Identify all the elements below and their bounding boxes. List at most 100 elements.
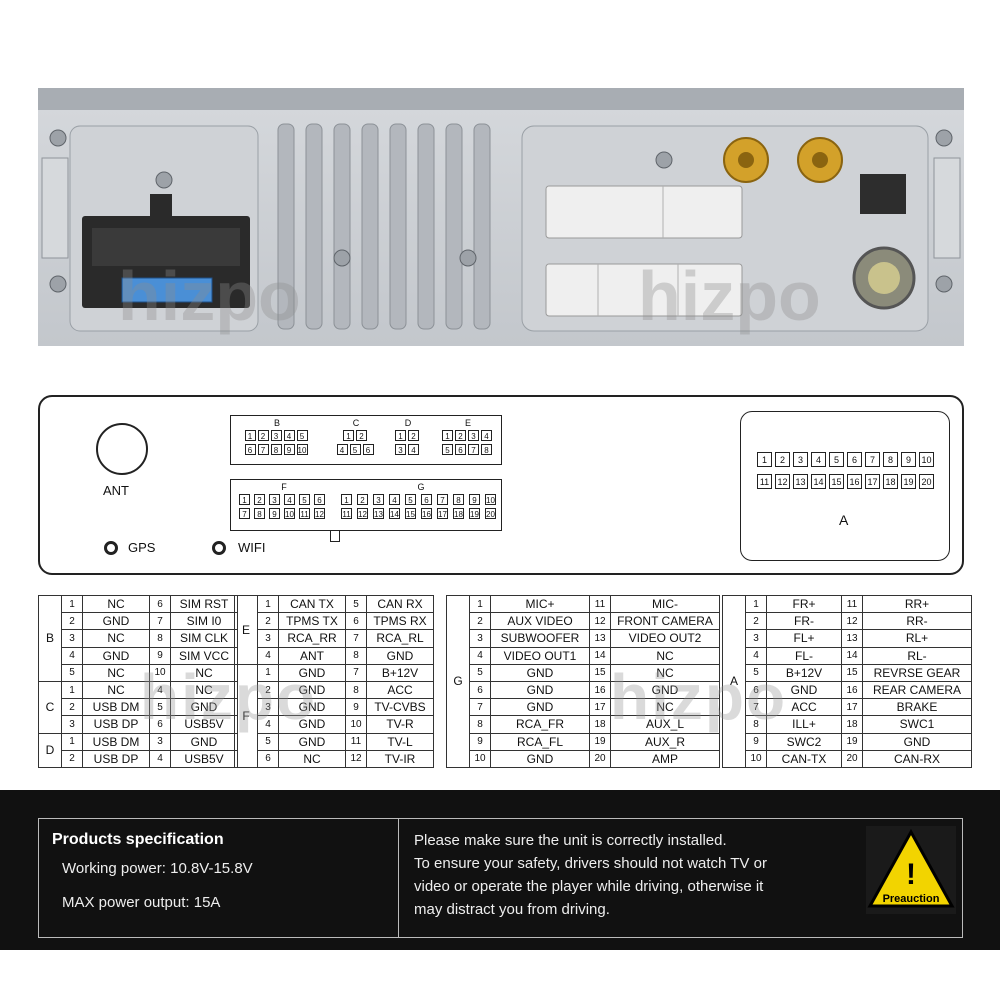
pin-signal: TV-CVBS bbox=[366, 698, 434, 717]
conn_a-pin: 8 bbox=[883, 452, 898, 467]
pin-signal: USB DM bbox=[82, 732, 150, 751]
conn_a-label: A bbox=[839, 512, 849, 528]
conn_a-pin: 20 bbox=[919, 474, 934, 489]
pin-signal: RL+ bbox=[862, 629, 972, 648]
pin-signal: NC bbox=[170, 680, 238, 700]
pin-signal: GND bbox=[82, 612, 150, 631]
conn_g-pin: 14 bbox=[389, 508, 400, 519]
conn_c-label: C bbox=[352, 418, 360, 428]
conn_a-pin: 19 bbox=[901, 474, 916, 489]
conn_g-pin: 15 bbox=[405, 508, 416, 519]
conn_a-pin: 12 bbox=[775, 474, 790, 489]
conn_f-pin: 10 bbox=[284, 508, 295, 519]
pin-signal: RCA_FL bbox=[490, 732, 590, 751]
group-letter: B bbox=[38, 595, 62, 682]
pin-signal: B+12V bbox=[366, 663, 434, 682]
pin-number: 13 bbox=[841, 629, 863, 648]
pin-signal: REAR CAMERA bbox=[862, 680, 972, 700]
pin-number: 11 bbox=[841, 594, 863, 614]
conn_a-pin: 6 bbox=[847, 452, 862, 467]
conn_g-pin: 16 bbox=[421, 508, 432, 519]
pin-signal: AUX_R bbox=[610, 732, 720, 751]
conn_d-pin: 4 bbox=[408, 444, 419, 455]
conn_f-pin: 6 bbox=[314, 494, 325, 505]
pin-signal: RCA_FR bbox=[490, 715, 590, 734]
pin-number: 3 bbox=[745, 629, 767, 648]
pin-number: 8 bbox=[345, 680, 367, 700]
conn_b-pin: 10 bbox=[296, 444, 308, 455]
conn_c-pin: 6 bbox=[362, 444, 374, 455]
pin-number: 5 bbox=[61, 663, 83, 682]
gps-label: GPS bbox=[128, 540, 156, 555]
conn_a-pin: 17 bbox=[865, 474, 880, 489]
pin-signal: GND bbox=[490, 749, 590, 768]
pin-signal: CAN-RX bbox=[862, 749, 972, 768]
pin-number: 12 bbox=[345, 749, 367, 768]
pin-signal: NC bbox=[82, 663, 150, 682]
pin-signal: GND bbox=[82, 646, 150, 665]
conn_g-pin: 1 bbox=[341, 494, 352, 505]
conn_g-pin: 17 bbox=[437, 508, 448, 519]
conn_a-pin: 4 bbox=[811, 452, 826, 467]
pin-signal: SIM RST bbox=[170, 594, 238, 614]
pin-signal: GND bbox=[170, 732, 238, 751]
pin-number: 3 bbox=[149, 732, 171, 751]
conn_f-pin: 9 bbox=[269, 508, 280, 519]
group-letter: A bbox=[722, 595, 746, 768]
pin-number: 2 bbox=[61, 612, 83, 631]
conn_f-pin: 12 bbox=[314, 508, 325, 519]
pin-signal: CAN-TX bbox=[766, 749, 842, 768]
pin-signal: NC bbox=[82, 629, 150, 648]
conn_e-pin: 8 bbox=[481, 444, 492, 455]
pin-signal: FL+ bbox=[766, 629, 842, 648]
pin-number: 17 bbox=[841, 698, 863, 717]
pin-number: 2 bbox=[61, 749, 83, 768]
pin-number: 3 bbox=[469, 629, 491, 648]
safety-note-line: may distract you from driving. bbox=[414, 901, 610, 918]
conn_a-pin: 13 bbox=[793, 474, 808, 489]
pin-signal: GND bbox=[862, 732, 972, 751]
connector-key bbox=[330, 531, 340, 542]
watermark-text: hizpo bbox=[118, 257, 301, 335]
conn_g-pin: 7 bbox=[437, 494, 448, 505]
pin-signal: BRAKE bbox=[862, 698, 972, 717]
conn_g-pin: 8 bbox=[453, 494, 464, 505]
pin-signal: TV-R bbox=[366, 715, 434, 734]
pin-signal: GND bbox=[610, 680, 720, 700]
pin-number: 1 bbox=[61, 594, 83, 614]
pin-signal: USB DP bbox=[82, 749, 150, 768]
conn_b-pin: 8 bbox=[270, 444, 282, 455]
pin-number: 7 bbox=[149, 612, 171, 631]
conn_g-pin: 12 bbox=[357, 508, 368, 519]
pin-number: 14 bbox=[589, 646, 611, 665]
conn_a-pin: 14 bbox=[811, 474, 826, 489]
pin-number: 16 bbox=[589, 680, 611, 700]
power-speaker-connector bbox=[82, 194, 250, 308]
pin-signal: RL- bbox=[862, 646, 972, 665]
conn_e-pin: 1 bbox=[442, 430, 453, 441]
conn_e-pin: 6 bbox=[455, 444, 466, 455]
pin-number: 6 bbox=[257, 749, 279, 768]
pin-number: 2 bbox=[257, 680, 279, 700]
conn_a-pin: 15 bbox=[829, 474, 844, 489]
pin-signal: NC bbox=[610, 646, 720, 665]
conn_f-pin: 3 bbox=[269, 494, 280, 505]
conn_g-pin: 6 bbox=[421, 494, 432, 505]
warning-label: Preauction bbox=[883, 893, 940, 905]
conn_c-pin: 1 bbox=[343, 430, 354, 441]
pin-number: 5 bbox=[469, 663, 491, 682]
